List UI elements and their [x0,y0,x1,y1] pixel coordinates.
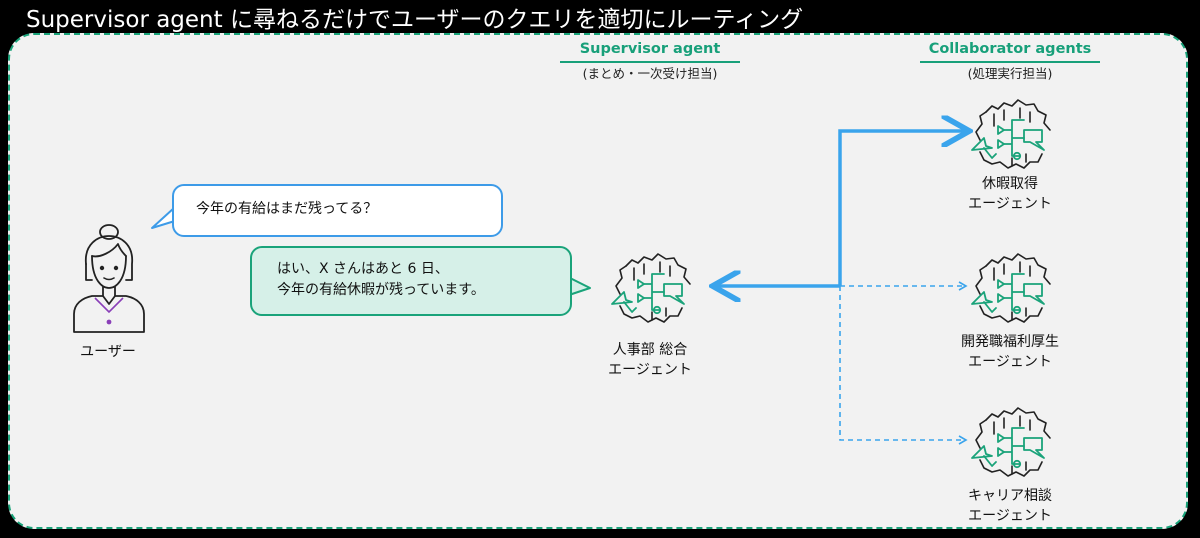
collaborators-heading-underline [920,61,1100,63]
supervisor-agent-suffix: エージェント [608,362,692,378]
collaborators-subheading: (処理実行担当) [967,66,1053,81]
user-bubble-tail [151,207,179,229]
benefits-agent-label: 開発職福利厚生 エージェント [930,332,1090,372]
diagram-panel [8,33,1188,529]
career-agent-name: キャリア相談 [968,488,1052,504]
leave-agent-suffix: エージェント [968,196,1052,212]
user-avatar-icon [68,222,150,340]
benefits-agent-suffix: エージェント [968,354,1052,370]
supervisor-heading-underline [560,61,740,63]
benefits-agent-name: 開発職福利厚生 [961,334,1059,350]
supervisor-agent-name: 人事部 総合 [612,342,688,358]
agent-answer-bubble: はい、X さんはあと 6 日、 今年の有給休暇が残っています。 [250,246,572,316]
supervisor-agent-label: 人事部 総合 エージェント [570,340,730,380]
career-agent-suffix: エージェント [968,508,1052,524]
user-question-text: 今年の有給はまだ残ってる？ [196,201,378,217]
leave-agent-name: 休暇取得 [982,176,1038,192]
user-question-bubble: 今年の有給はまだ残ってる？ [172,184,503,237]
collaborators-heading: Collaborator agents [928,41,1092,57]
answer-line-1: はい、X さんはあと 6 日、 [277,261,449,277]
supervisor-agent-icon [604,248,704,336]
supervisor-subheading: (まとめ・一次受け担当) [582,66,718,81]
answer-line-2: 今年の有給休暇が残っています。 [277,282,485,298]
benefits-agent-icon [964,248,1064,336]
supervisor-heading: Supervisor agent [579,41,721,57]
leave-agent-label: 休暇取得 エージェント [930,174,1090,214]
route-to-career-agent [839,286,968,445]
slide-title: Supervisor agent に尋ねるだけでユーザーのクエリを適切にルーティ… [26,7,804,33]
career-agent-icon [964,402,1064,490]
answer-bubble-tail [565,275,591,297]
route-to-leave-agent [838,131,966,286]
leave-agent-icon [964,94,1064,182]
user-label: ユーザー [80,344,136,360]
career-agent-label: キャリア相談 エージェント [930,486,1090,526]
